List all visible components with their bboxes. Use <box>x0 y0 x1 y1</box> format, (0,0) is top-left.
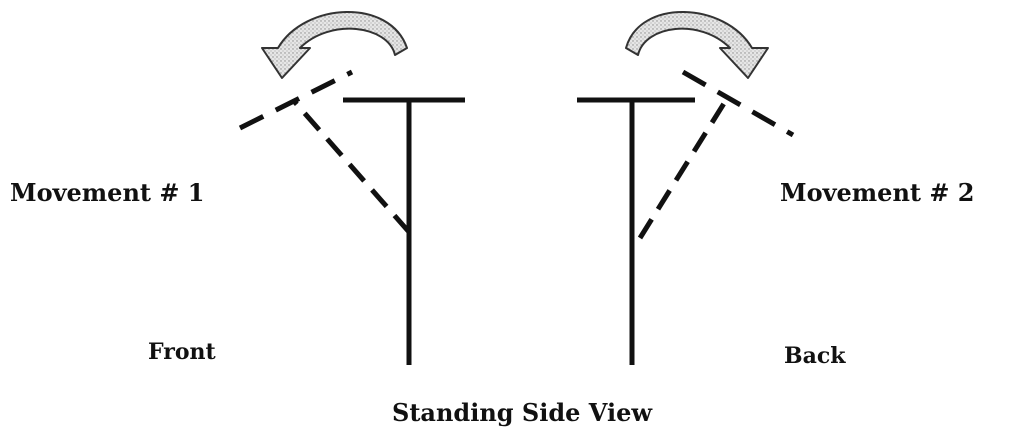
movement-1-label: Movement # 1 <box>10 178 205 207</box>
left-figure <box>240 72 465 365</box>
right-figure-dashed-tilted-bar <box>683 72 793 135</box>
right-figure-dashed-tilt-line <box>640 97 728 238</box>
right-figure <box>577 72 793 365</box>
left-figure-dashed-tilt-line <box>293 100 409 232</box>
back-label: Back <box>784 343 846 369</box>
caption: Standing Side View <box>392 398 653 427</box>
left-rotation-arrow-icon <box>262 12 407 78</box>
left-figure-dashed-tilted-bar <box>240 72 352 128</box>
front-label: Front <box>148 339 216 365</box>
right-rotation-arrow-icon <box>626 12 768 78</box>
movement-2-label: Movement # 2 <box>780 178 975 207</box>
